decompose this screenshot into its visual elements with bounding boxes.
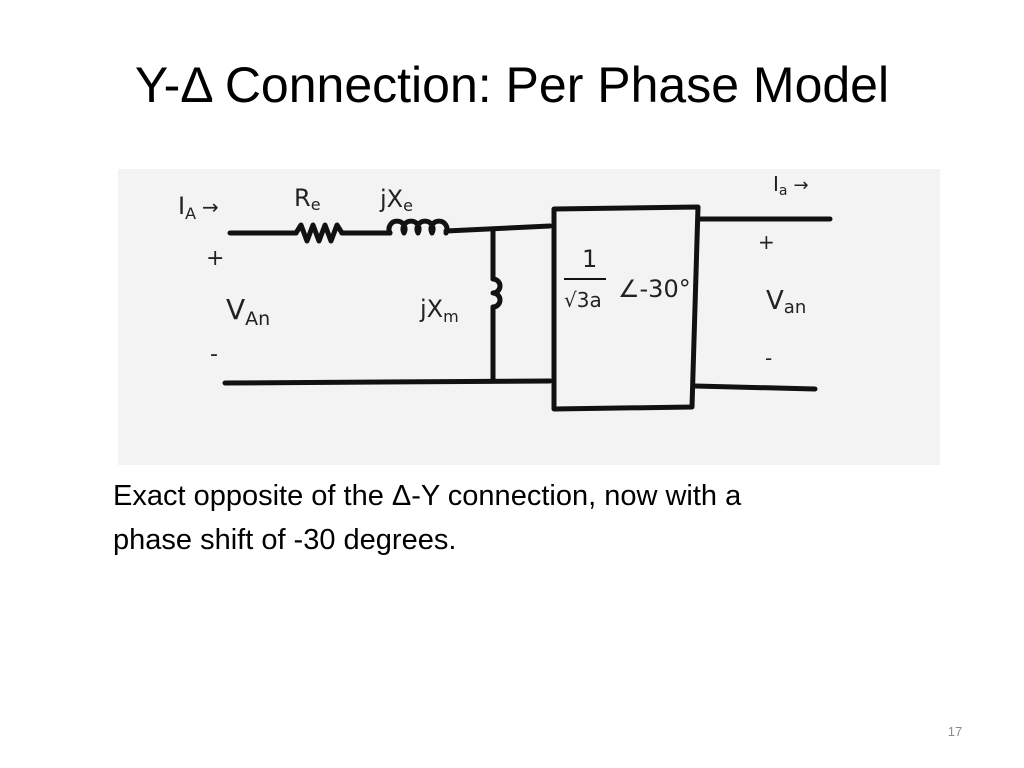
- input-plus-sign: +: [206, 246, 224, 271]
- input-current-label: IA→: [178, 192, 219, 223]
- input-voltage-label: VAn: [226, 293, 270, 330]
- circuit-svg: IA→ Re jXe + - VAn jXm 1 √3a ∠-30° Ia→ +…: [178, 172, 833, 412]
- slide-title: Y-Δ Connection: Per Phase Model: [134, 57, 890, 113]
- bottom-output-wire: [692, 383, 818, 392]
- magnetizing-inductor-symbol: [490, 276, 503, 310]
- slide-number: 17: [947, 724, 963, 739]
- bottom-input-wire: [222, 378, 553, 386]
- output-current-label: Ia→: [773, 172, 809, 199]
- series-reactance-label: jXe: [379, 185, 413, 215]
- output-voltage-label: Van: [766, 286, 806, 318]
- transformer-ratio-numerator: 1: [582, 245, 597, 273]
- series-resistance-label: Re: [294, 184, 321, 214]
- caption-line-2: phase shift of -30 degrees.: [113, 524, 457, 556]
- caption-line-1: Exact opposite of the Δ-Y connection, no…: [113, 480, 742, 512]
- transformer-box: [551, 204, 701, 412]
- wire-to-transformer: [443, 223, 553, 234]
- transformer-angle: ∠-30°: [618, 275, 691, 303]
- circuit-diagram: IA→ Re jXe + - VAn jXm 1 √3a ∠-30° Ia→ +…: [118, 169, 940, 465]
- series-resistor-symbol: [293, 222, 345, 244]
- output-plus-sign: +: [758, 230, 775, 254]
- series-inductor-symbol: [386, 218, 450, 236]
- output-minus-sign: -: [765, 346, 772, 370]
- transformer-ratio-denominator: √3a: [564, 288, 602, 312]
- magnetizing-reactance-label: jXm: [419, 295, 459, 326]
- input-minus-sign: -: [210, 342, 218, 367]
- slide-caption: Exact opposite of the Δ-Y connection, no…: [113, 474, 933, 562]
